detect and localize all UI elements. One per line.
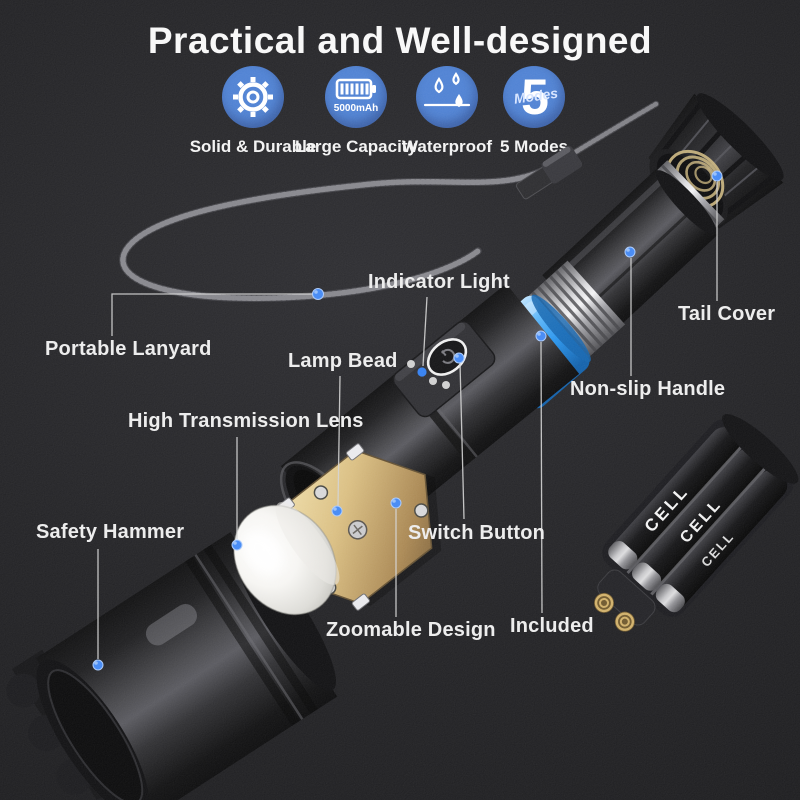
callout-tail-cover: Tail Cover — [678, 303, 776, 325]
callout-zoomable-design: Zoomable Design — [326, 619, 496, 641]
callout-indicator-light: Indicator Light — [368, 271, 510, 293]
callout-non-slip-handle: Non-slip Handle — [570, 378, 726, 400]
callout-safety-hammer: Safety Hammer — [36, 521, 185, 543]
callout-portable-lanyard: Portable Lanyard — [45, 338, 212, 360]
callout-included: Included — [510, 615, 594, 637]
callout-high-transmission-lens: High Transmission Lens — [128, 410, 364, 432]
callout-lamp-bead: Lamp Bead — [288, 350, 398, 372]
callout-switch-button: Switch Button — [408, 522, 546, 544]
